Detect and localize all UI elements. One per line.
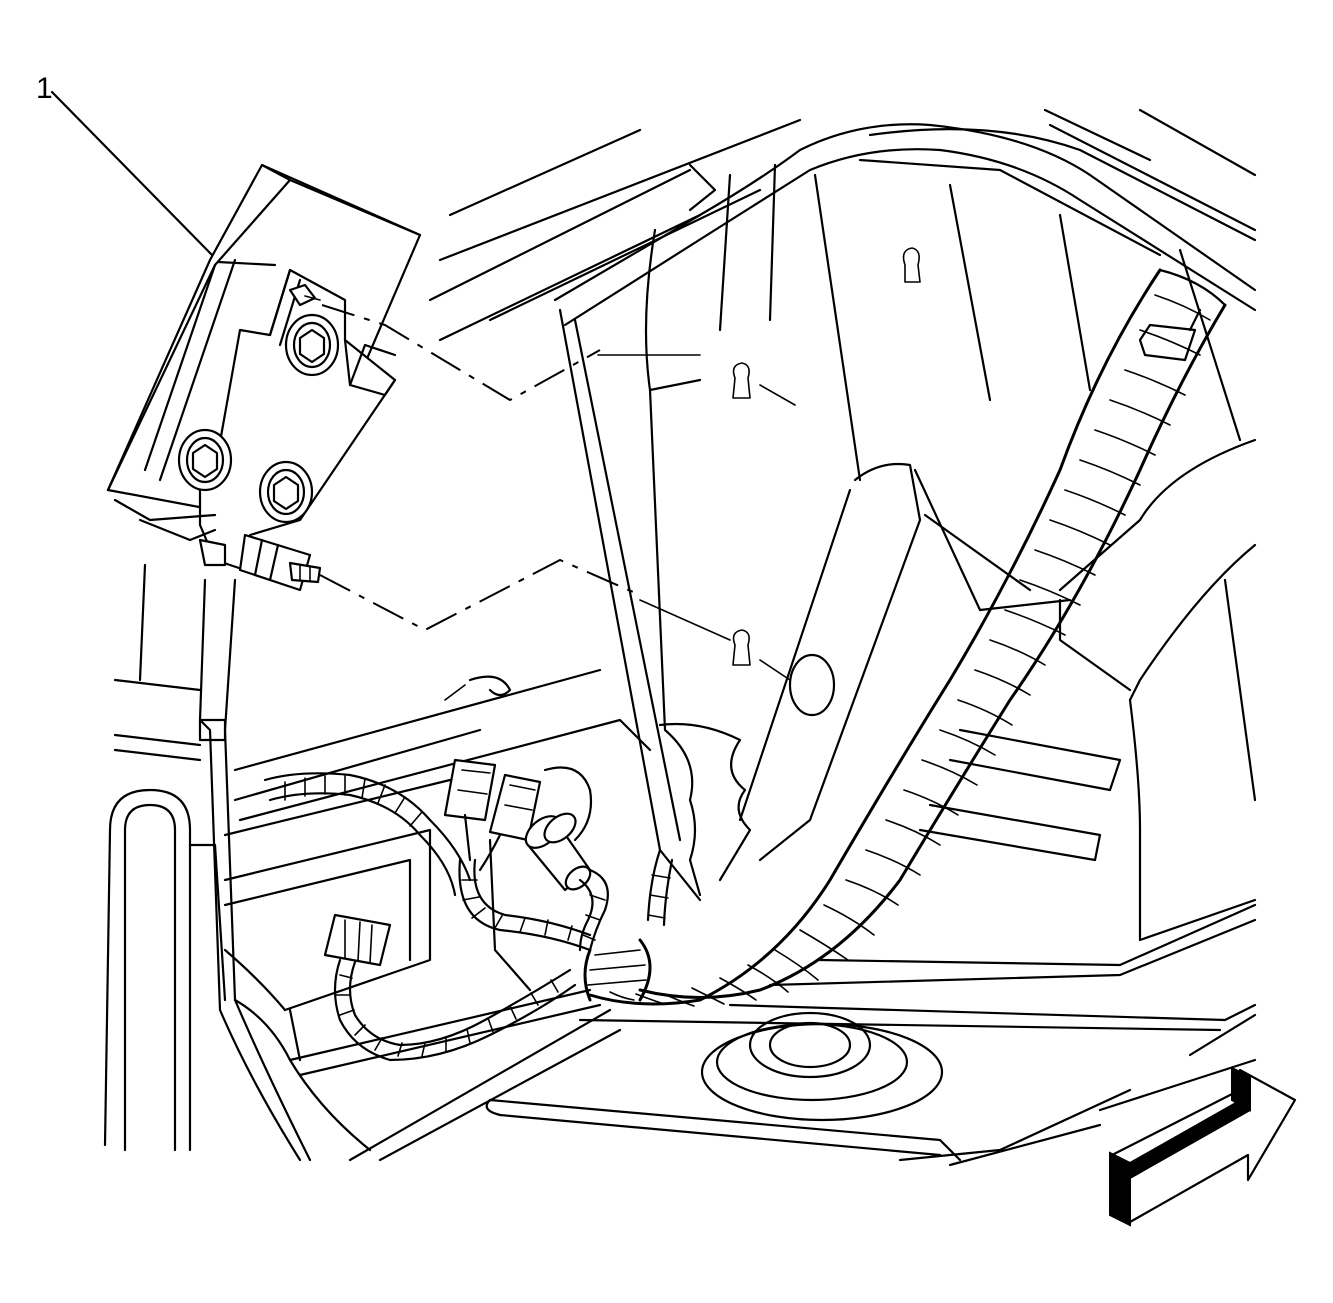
- forward-arrow-icon: [1109, 1066, 1297, 1227]
- callout-number: 1: [36, 72, 53, 105]
- mounting-nut-lower: [258, 460, 314, 524]
- inner-quarter-panel: [553, 123, 1257, 902]
- branch-harness-connectors: [263, 758, 609, 1062]
- mounting-nut-upper: [284, 313, 340, 377]
- callout-1: 1: [36, 72, 214, 257]
- mounting-centerlines: [319, 304, 641, 632]
- wheelhouse-and-floor: [485, 438, 1257, 1167]
- left-trunk-frame: [103, 563, 652, 1162]
- module-assembly: [106, 163, 422, 592]
- mounting-nut-left: [177, 428, 233, 492]
- wiring-harness: [583, 268, 1227, 1007]
- upper-body-panels: [428, 108, 1257, 342]
